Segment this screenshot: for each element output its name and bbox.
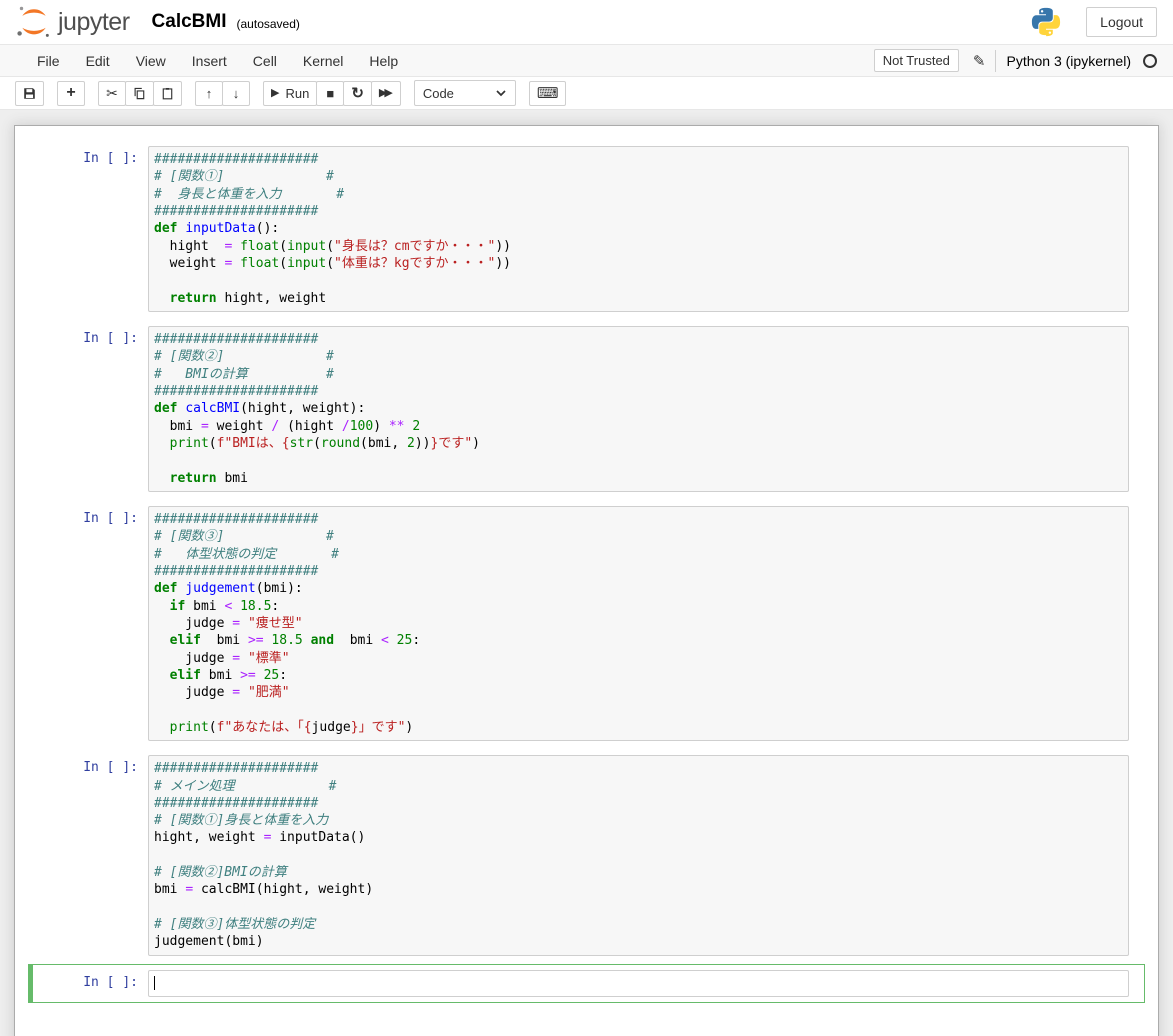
input-prompt: In [ ]: <box>38 146 148 312</box>
keyboard-icon: ⌨ <box>537 86 559 101</box>
jupyter-wordmark: jupyter <box>58 8 130 37</box>
arrow-down-icon: ↓ <box>233 87 240 100</box>
pencil-icon: ✎ <box>973 52 986 70</box>
restart-run-all-button[interactable]: ▶▶ <box>371 81 401 106</box>
input-prompt: In [ ]: <box>38 755 148 956</box>
jupyter-logo-icon <box>16 4 52 40</box>
python-logo-icon <box>1030 6 1062 38</box>
add-cell-button[interactable]: + <box>57 81 85 106</box>
menu-view[interactable]: View <box>123 47 179 75</box>
input-prompt: In [ ]: <box>38 326 148 492</box>
restart-icon: ↻ <box>351 86 364 101</box>
kernel-name-label: Python 3 (ipykernel) <box>1006 53 1131 69</box>
menu-kernel[interactable]: Kernel <box>290 47 356 75</box>
menu-cell[interactable]: Cell <box>240 47 290 75</box>
copy-cell-button[interactable] <box>125 81 154 106</box>
code-editor[interactable]: ###################### メイン処理 ###########… <box>148 755 1129 956</box>
paste-icon-button[interactable] <box>153 81 182 106</box>
cut-cell-button[interactable]: ✂ <box>98 81 126 106</box>
command-palette-button[interactable]: ⌨ <box>529 81 567 106</box>
chevron-down-icon <box>495 89 507 97</box>
menu-edit[interactable]: Edit <box>73 47 123 75</box>
code-cell[interactable]: In [ ]:###################### メイン処理 ####… <box>28 749 1145 962</box>
stop-icon: ■ <box>326 87 334 100</box>
code-cell[interactable]: In [ ]:###################### [関数①] ## 身… <box>28 140 1145 318</box>
paste-icon <box>161 87 174 100</box>
code-editor[interactable]: ###################### [関数②] ## BMIの計算 #… <box>148 326 1129 492</box>
notebook-site: In [ ]:###################### [関数①] ## 身… <box>0 110 1173 1035</box>
save-button[interactable] <box>15 81 44 106</box>
notebook-header: jupyter CalcBMI (autosaved) Logout <box>0 0 1173 45</box>
main-toolbar: + ✂ ↑ ↓ <box>0 77 1173 110</box>
logout-button[interactable]: Logout <box>1086 7 1157 37</box>
copy-icon <box>133 87 146 100</box>
run-label: Run <box>285 86 309 101</box>
cell-type-dropdown[interactable]: Code <box>414 80 516 106</box>
fast-forward-icon: ▶▶ <box>379 88 393 99</box>
arrow-up-icon: ↑ <box>206 87 213 100</box>
notebook-title[interactable]: CalcBMI <box>152 11 227 33</box>
plus-icon: + <box>66 85 75 101</box>
input-prompt: In [ ]: <box>38 970 148 997</box>
move-cell-up-button[interactable]: ↑ <box>195 81 223 106</box>
divider <box>995 50 996 72</box>
code-cell-selected[interactable]: In [ ]: <box>28 964 1145 1003</box>
interrupt-kernel-button[interactable]: ■ <box>316 81 344 106</box>
scissors-icon: ✂ <box>106 86 118 100</box>
move-cell-down-button[interactable]: ↓ <box>222 81 250 106</box>
menu-file[interactable]: File <box>24 47 73 75</box>
code-editor[interactable]: ###################### [関数③] ## 体型状態の判定 … <box>148 506 1129 741</box>
menu-insert[interactable]: Insert <box>179 47 240 75</box>
text-cursor <box>154 976 155 990</box>
code-cell[interactable]: In [ ]:###################### [関数②] ## B… <box>28 320 1145 498</box>
code-editor[interactable] <box>148 970 1129 997</box>
trust-status-badge[interactable]: Not Trusted <box>874 49 959 72</box>
kernel-idle-icon <box>1143 54 1157 68</box>
floppy-icon <box>23 87 36 100</box>
code-cell[interactable]: In [ ]:###################### [関数③] ## 体… <box>28 500 1145 747</box>
cell-type-value: Code <box>423 86 454 101</box>
menu-bar: File Edit View Insert Cell Kernel Help N… <box>0 45 1173 77</box>
notebook-container: In [ ]:###################### [関数①] ## 身… <box>14 125 1159 1036</box>
menu-help[interactable]: Help <box>356 47 411 75</box>
jupyter-logo[interactable]: jupyter <box>16 4 130 40</box>
run-button[interactable]: ▶ Run <box>263 81 317 106</box>
restart-kernel-button[interactable]: ↻ <box>343 81 372 106</box>
play-icon: ▶ <box>271 88 279 99</box>
code-editor[interactable]: ###################### [関数①] ## 身長と体重を入力… <box>148 146 1129 312</box>
notebook-cells: In [ ]:###################### [関数①] ## 身… <box>28 140 1145 1003</box>
checkpoint-status: (autosaved) <box>237 17 300 31</box>
input-prompt: In [ ]: <box>38 506 148 741</box>
